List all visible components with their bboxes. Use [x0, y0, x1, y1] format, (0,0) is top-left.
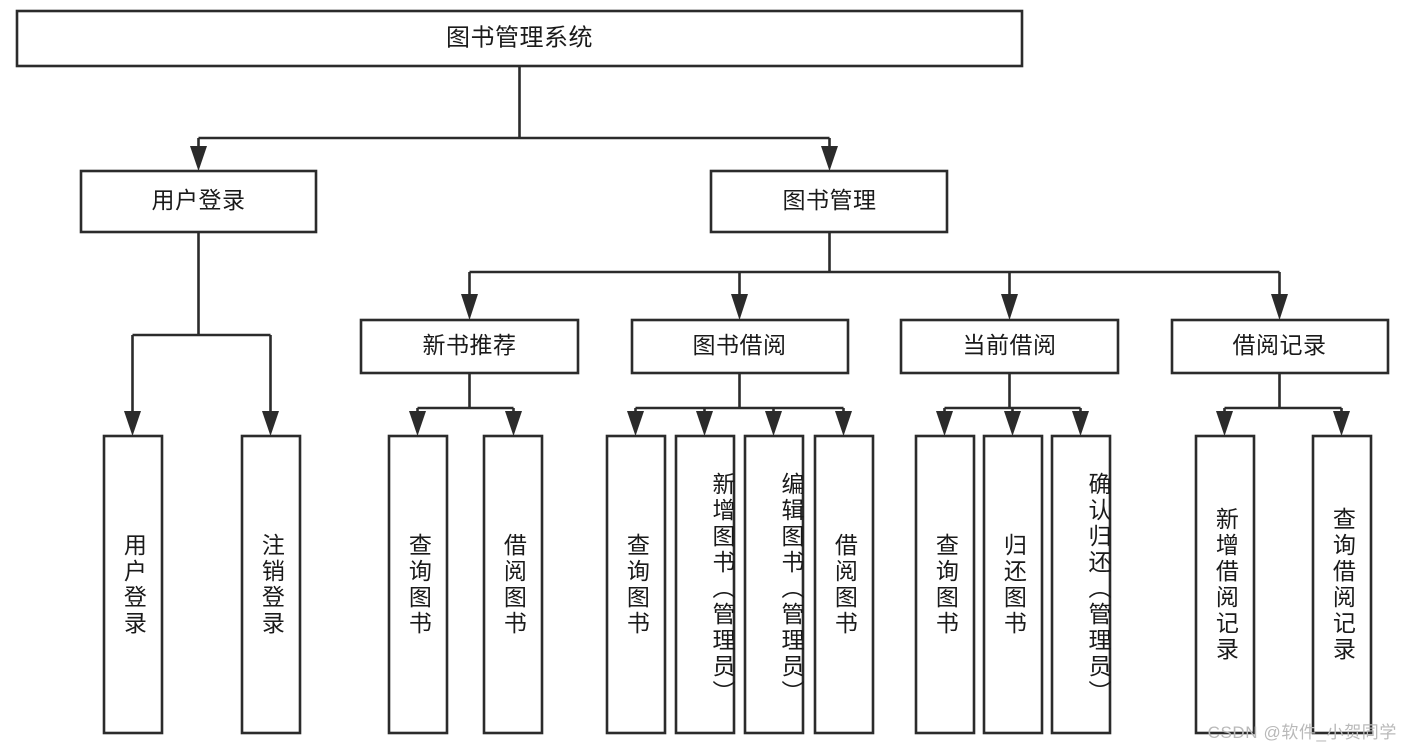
arrowhead-br-leaf-1 — [1216, 411, 1233, 436]
connector-group-book-borrow — [627, 373, 852, 436]
arrowhead-cb-leaf-2 — [1004, 411, 1021, 436]
connector-group-user-login — [124, 232, 279, 436]
node-book-manage[interactable]: 图书管理 — [709, 169, 949, 234]
arrowhead-user-login — [190, 146, 207, 171]
arrowhead-cb-leaf-1 — [936, 411, 953, 436]
arrowhead-borrow-records — [1271, 294, 1288, 320]
leaf-box-logout[interactable] — [240, 434, 302, 735]
connector-group-root — [190, 66, 838, 171]
node-user-login-label: 用户登录 — [152, 187, 246, 213]
node-borrow-records-box[interactable] — [1170, 318, 1390, 375]
node-book-manage-label: 图书管理 — [783, 187, 877, 213]
arrowhead-book-manage — [821, 146, 838, 171]
connector-group-book-manage — [461, 232, 1288, 320]
leaf-box-user-login[interactable] — [102, 434, 164, 735]
arrowhead-bb-leaf-1 — [627, 411, 644, 436]
node-current-borrow[interactable]: 当前借阅 — [899, 318, 1120, 375]
node-book-manage-box[interactable] — [709, 169, 949, 234]
node-book-borrow-box[interactable] — [630, 318, 850, 375]
connector-group-new-book — [409, 373, 522, 436]
arrowhead-bb-leaf-2 — [696, 411, 713, 436]
arrowhead-leaf-logout — [262, 411, 279, 436]
arrowhead-current-borrow — [1001, 294, 1018, 320]
leaf-box-cb-confirm-return[interactable] — [1050, 434, 1112, 735]
node-book-borrow[interactable]: 图书借阅 — [630, 318, 850, 375]
leaf-box-cb-query-book[interactable] — [914, 434, 976, 735]
connector-group-current-borrow — [936, 373, 1089, 436]
leaf-box-cb-return-book[interactable] — [982, 434, 1044, 735]
node-borrow-records-label: 借阅记录 — [1233, 332, 1327, 358]
node-new-book-recommend[interactable]: 新书推荐 — [359, 318, 580, 375]
arrowhead-book-borrow — [731, 294, 748, 320]
connector-group-borrow-records — [1216, 373, 1350, 436]
leaf-box-br-add-record[interactable] — [1194, 434, 1256, 735]
node-root-label: 图书管理系统 — [446, 24, 593, 51]
leaf-box-bb-add-book[interactable] — [674, 434, 736, 735]
node-new-book-recommend-box[interactable] — [359, 318, 580, 375]
node-new-book-recommend-label: 新书推荐 — [423, 332, 517, 358]
arrowhead-cb-leaf-3 — [1072, 411, 1089, 436]
arrowhead-new-book — [461, 294, 478, 320]
node-root-box[interactable] — [15, 9, 1024, 68]
node-book-borrow-label: 图书借阅 — [693, 332, 787, 358]
arrowhead-bb-leaf-3 — [765, 411, 782, 436]
leaf-box-bb-edit-book[interactable] — [743, 434, 805, 735]
arrowhead-leaf-user-login — [124, 411, 141, 436]
leaf-box-bb-query-book[interactable] — [605, 434, 667, 735]
node-borrow-records[interactable]: 借阅记录 — [1170, 318, 1390, 375]
node-user-login-box[interactable] — [79, 169, 318, 234]
node-user-login[interactable]: 用户登录 — [79, 169, 318, 234]
leaf-box-bb-borrow-book[interactable] — [813, 434, 875, 735]
leaf-box-nb-query-book[interactable] — [387, 434, 449, 735]
arrowhead-nb-leaf-1 — [409, 411, 426, 436]
node-current-borrow-label: 当前借阅 — [963, 332, 1057, 358]
arrowhead-bb-leaf-4 — [835, 411, 852, 436]
arrowhead-br-leaf-2 — [1333, 411, 1350, 436]
leaf-box-br-query-record[interactable] — [1311, 434, 1373, 735]
node-current-borrow-box[interactable] — [899, 318, 1120, 375]
node-root[interactable]: 图书管理系统 — [15, 9, 1024, 68]
leaf-box-nb-borrow-book[interactable] — [482, 434, 544, 735]
arrowhead-nb-leaf-2 — [505, 411, 522, 436]
watermark-text: CSDN @软件_小贺同学 — [1207, 723, 1397, 742]
